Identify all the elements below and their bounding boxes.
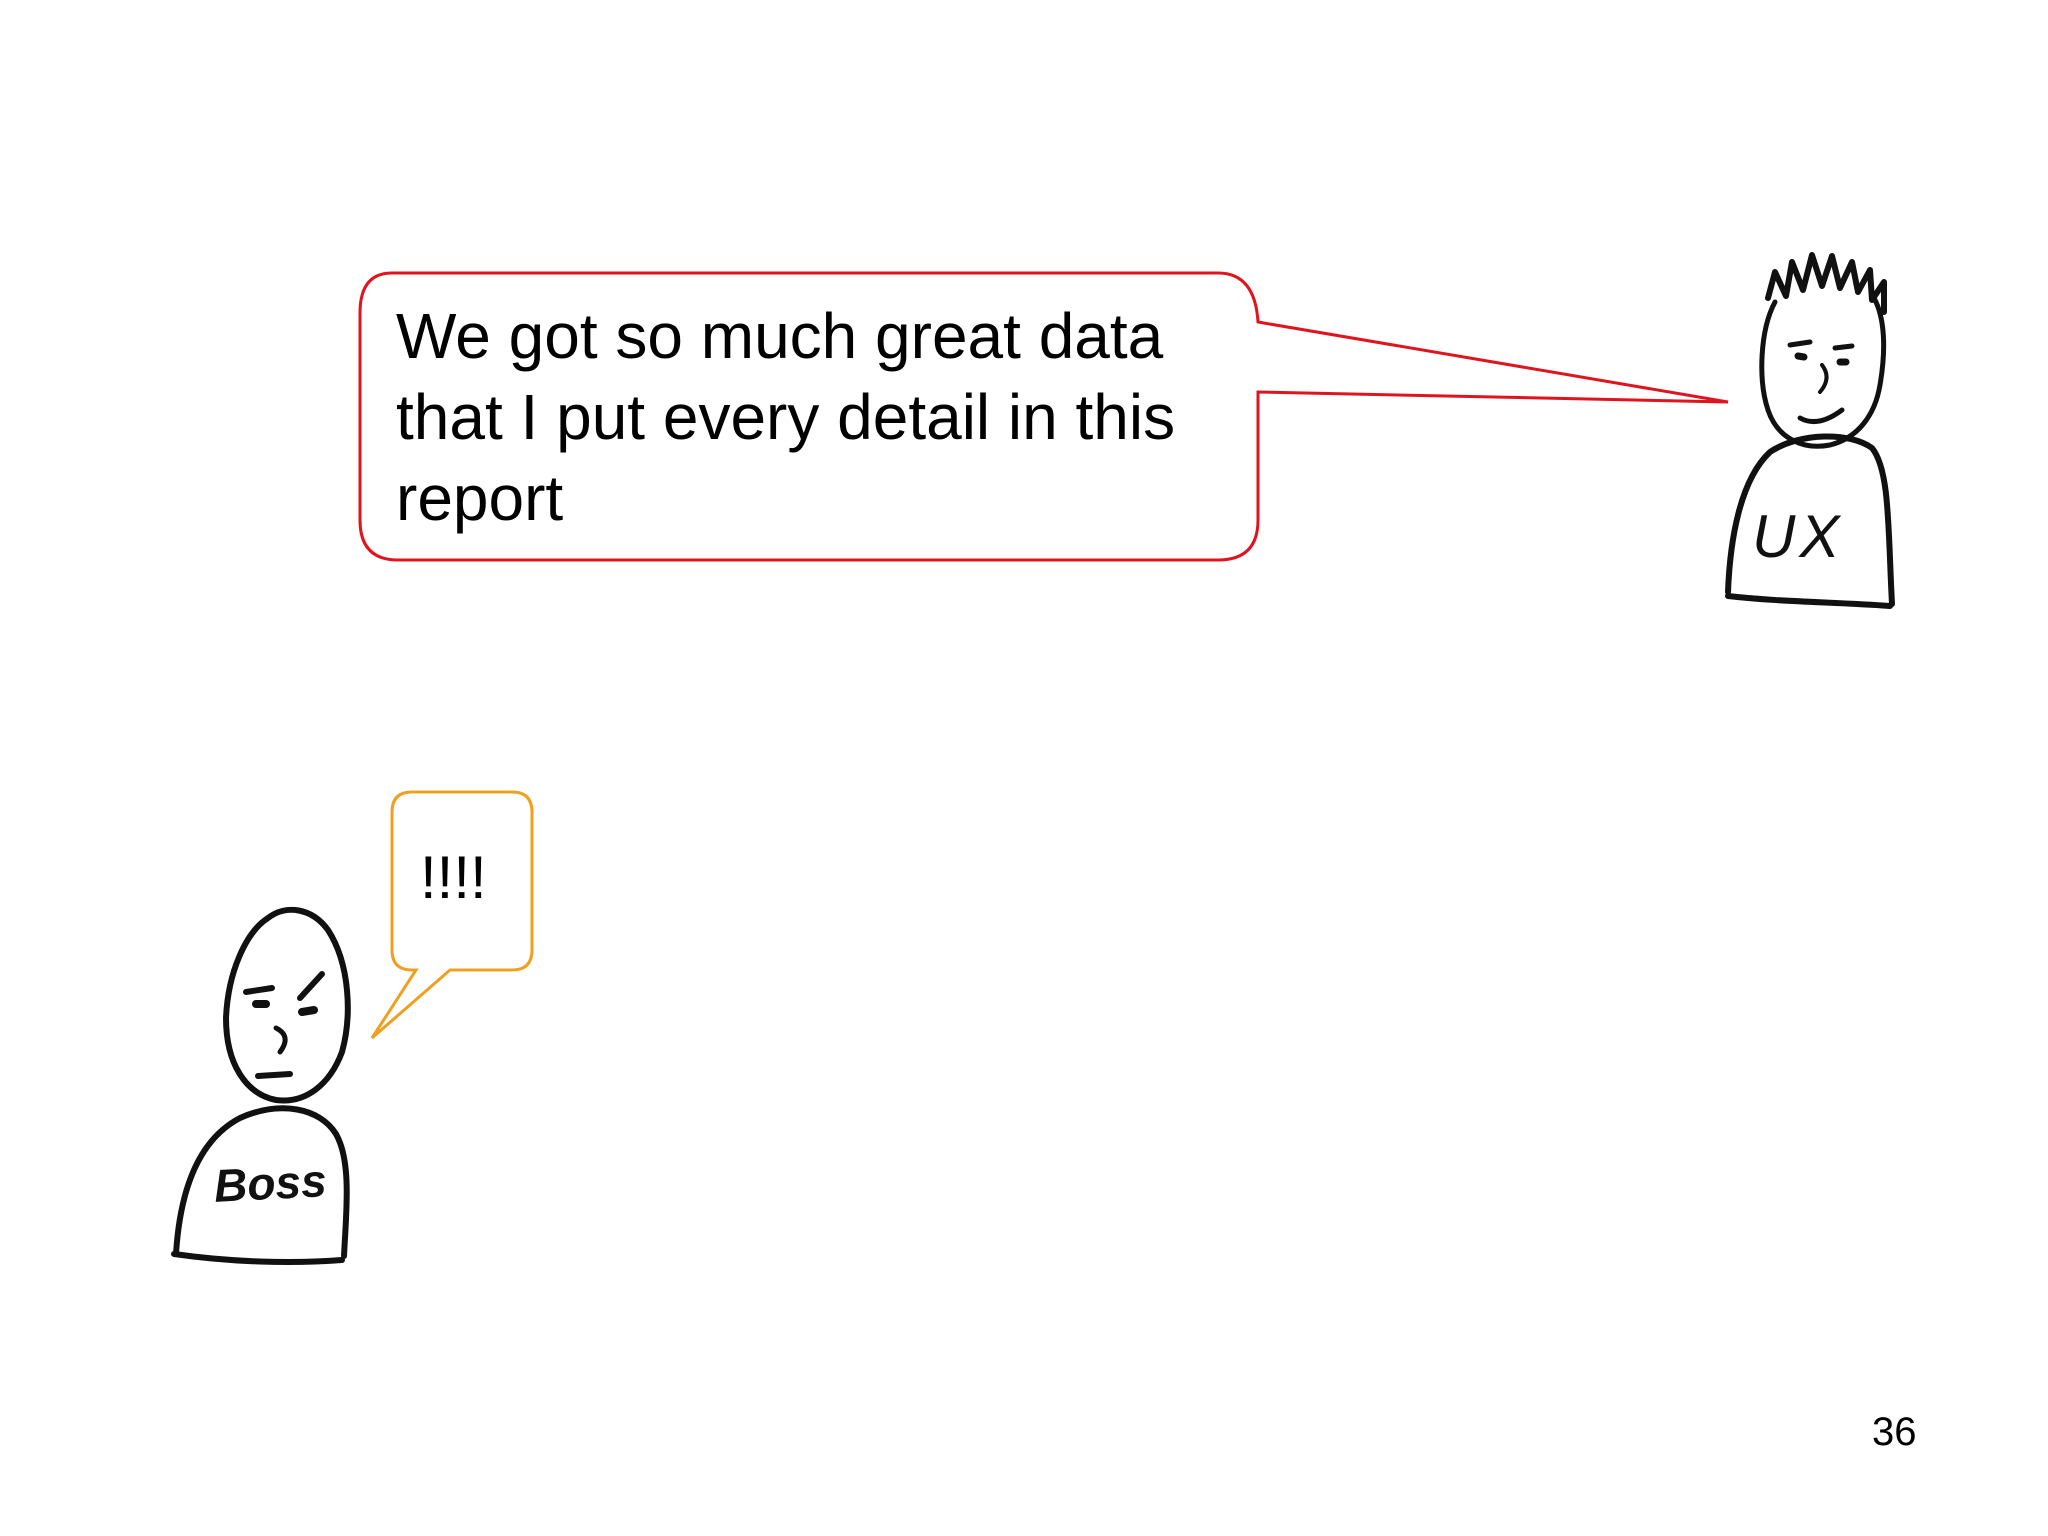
boss-speech-text: !!!! [420,844,487,911]
boss-torso [173,1105,350,1259]
page-number: 36 [1872,1410,1917,1454]
ux-speech-bubble [358,271,1729,562]
boss-head [223,907,351,1104]
ux-shirt-label: UX [1752,503,1844,570]
boss-shirt-label: Boss [212,1154,328,1212]
ux-head [1759,295,1887,449]
boss-speech-bubble [370,790,534,1040]
ux-torso [1725,433,1895,607]
ux-character-icon [1725,252,1895,609]
ux-speech-text: We got so much great data that I put eve… [396,300,1176,534]
boss-character-icon [171,907,351,1265]
ux-hair [1765,252,1887,315]
